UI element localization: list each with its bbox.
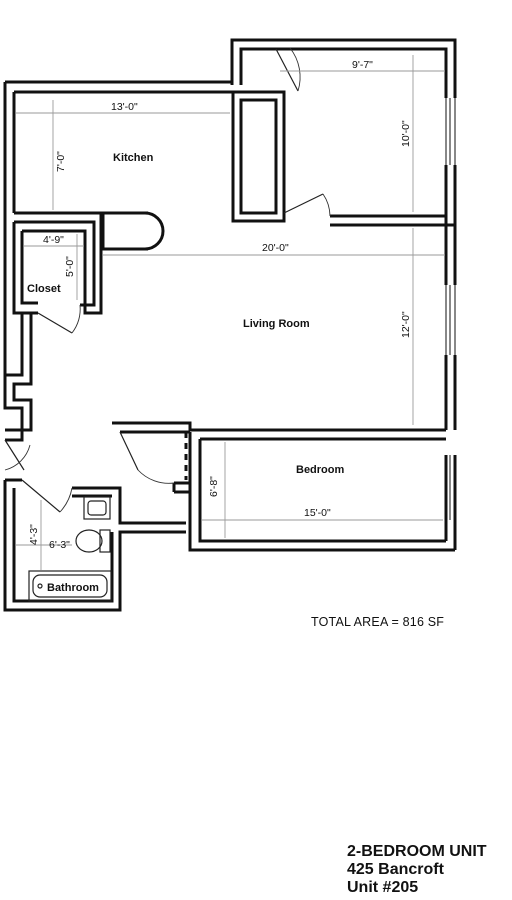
bedroom-depth-label: 6'-8"	[208, 476, 220, 497]
bath-width-label: 6'-3"	[49, 539, 70, 551]
bedroom-label: Bedroom	[296, 464, 345, 476]
kitchen-width-label: 13'-0"	[111, 101, 138, 113]
door-swings	[4, 47, 331, 513]
dimension-lines	[16, 55, 445, 570]
dimension-labels: 13'-0" 7'-0" 9'-7" 10'-0" 4'-9" 5'-0" 20…	[28, 59, 412, 551]
unit-address: 425 Bancroft	[347, 861, 444, 878]
upper-room-width-label: 9'-7"	[352, 59, 373, 71]
windows	[445, 98, 456, 520]
bath-depth-label: 4'-3"	[28, 524, 40, 545]
bedroom-width-label: 15'-0"	[304, 507, 331, 519]
bathroom-label: Bathroom	[47, 582, 99, 594]
living-width-label: 20'-0"	[262, 242, 289, 254]
unit-title-block: 2-BEDROOM UNIT 425 Bancroft Unit #205	[347, 843, 487, 897]
walls	[3, 38, 457, 612]
kitchen-label: Kitchen	[113, 152, 154, 164]
living-depth-label: 12'-0"	[400, 311, 412, 338]
living-room-label: Living Room	[243, 318, 310, 330]
bath-fixtures	[28, 496, 112, 602]
total-area-label: TOTAL AREA = 816 SF	[311, 615, 445, 629]
unit-number: Unit #205	[347, 879, 419, 896]
closet-label: Closet	[27, 283, 61, 295]
kitchen-depth-label: 7'-0"	[55, 151, 67, 172]
upper-room-depth-label: 10'-0"	[400, 120, 412, 147]
closet-depth-label: 5'-0"	[64, 256, 76, 277]
room-labels: Kitchen Closet Living Room Bedroom Bathr…	[27, 152, 345, 594]
closet-width-label: 4'-9"	[43, 234, 64, 246]
unit-type-title: 2-BEDROOM UNIT	[347, 843, 487, 860]
